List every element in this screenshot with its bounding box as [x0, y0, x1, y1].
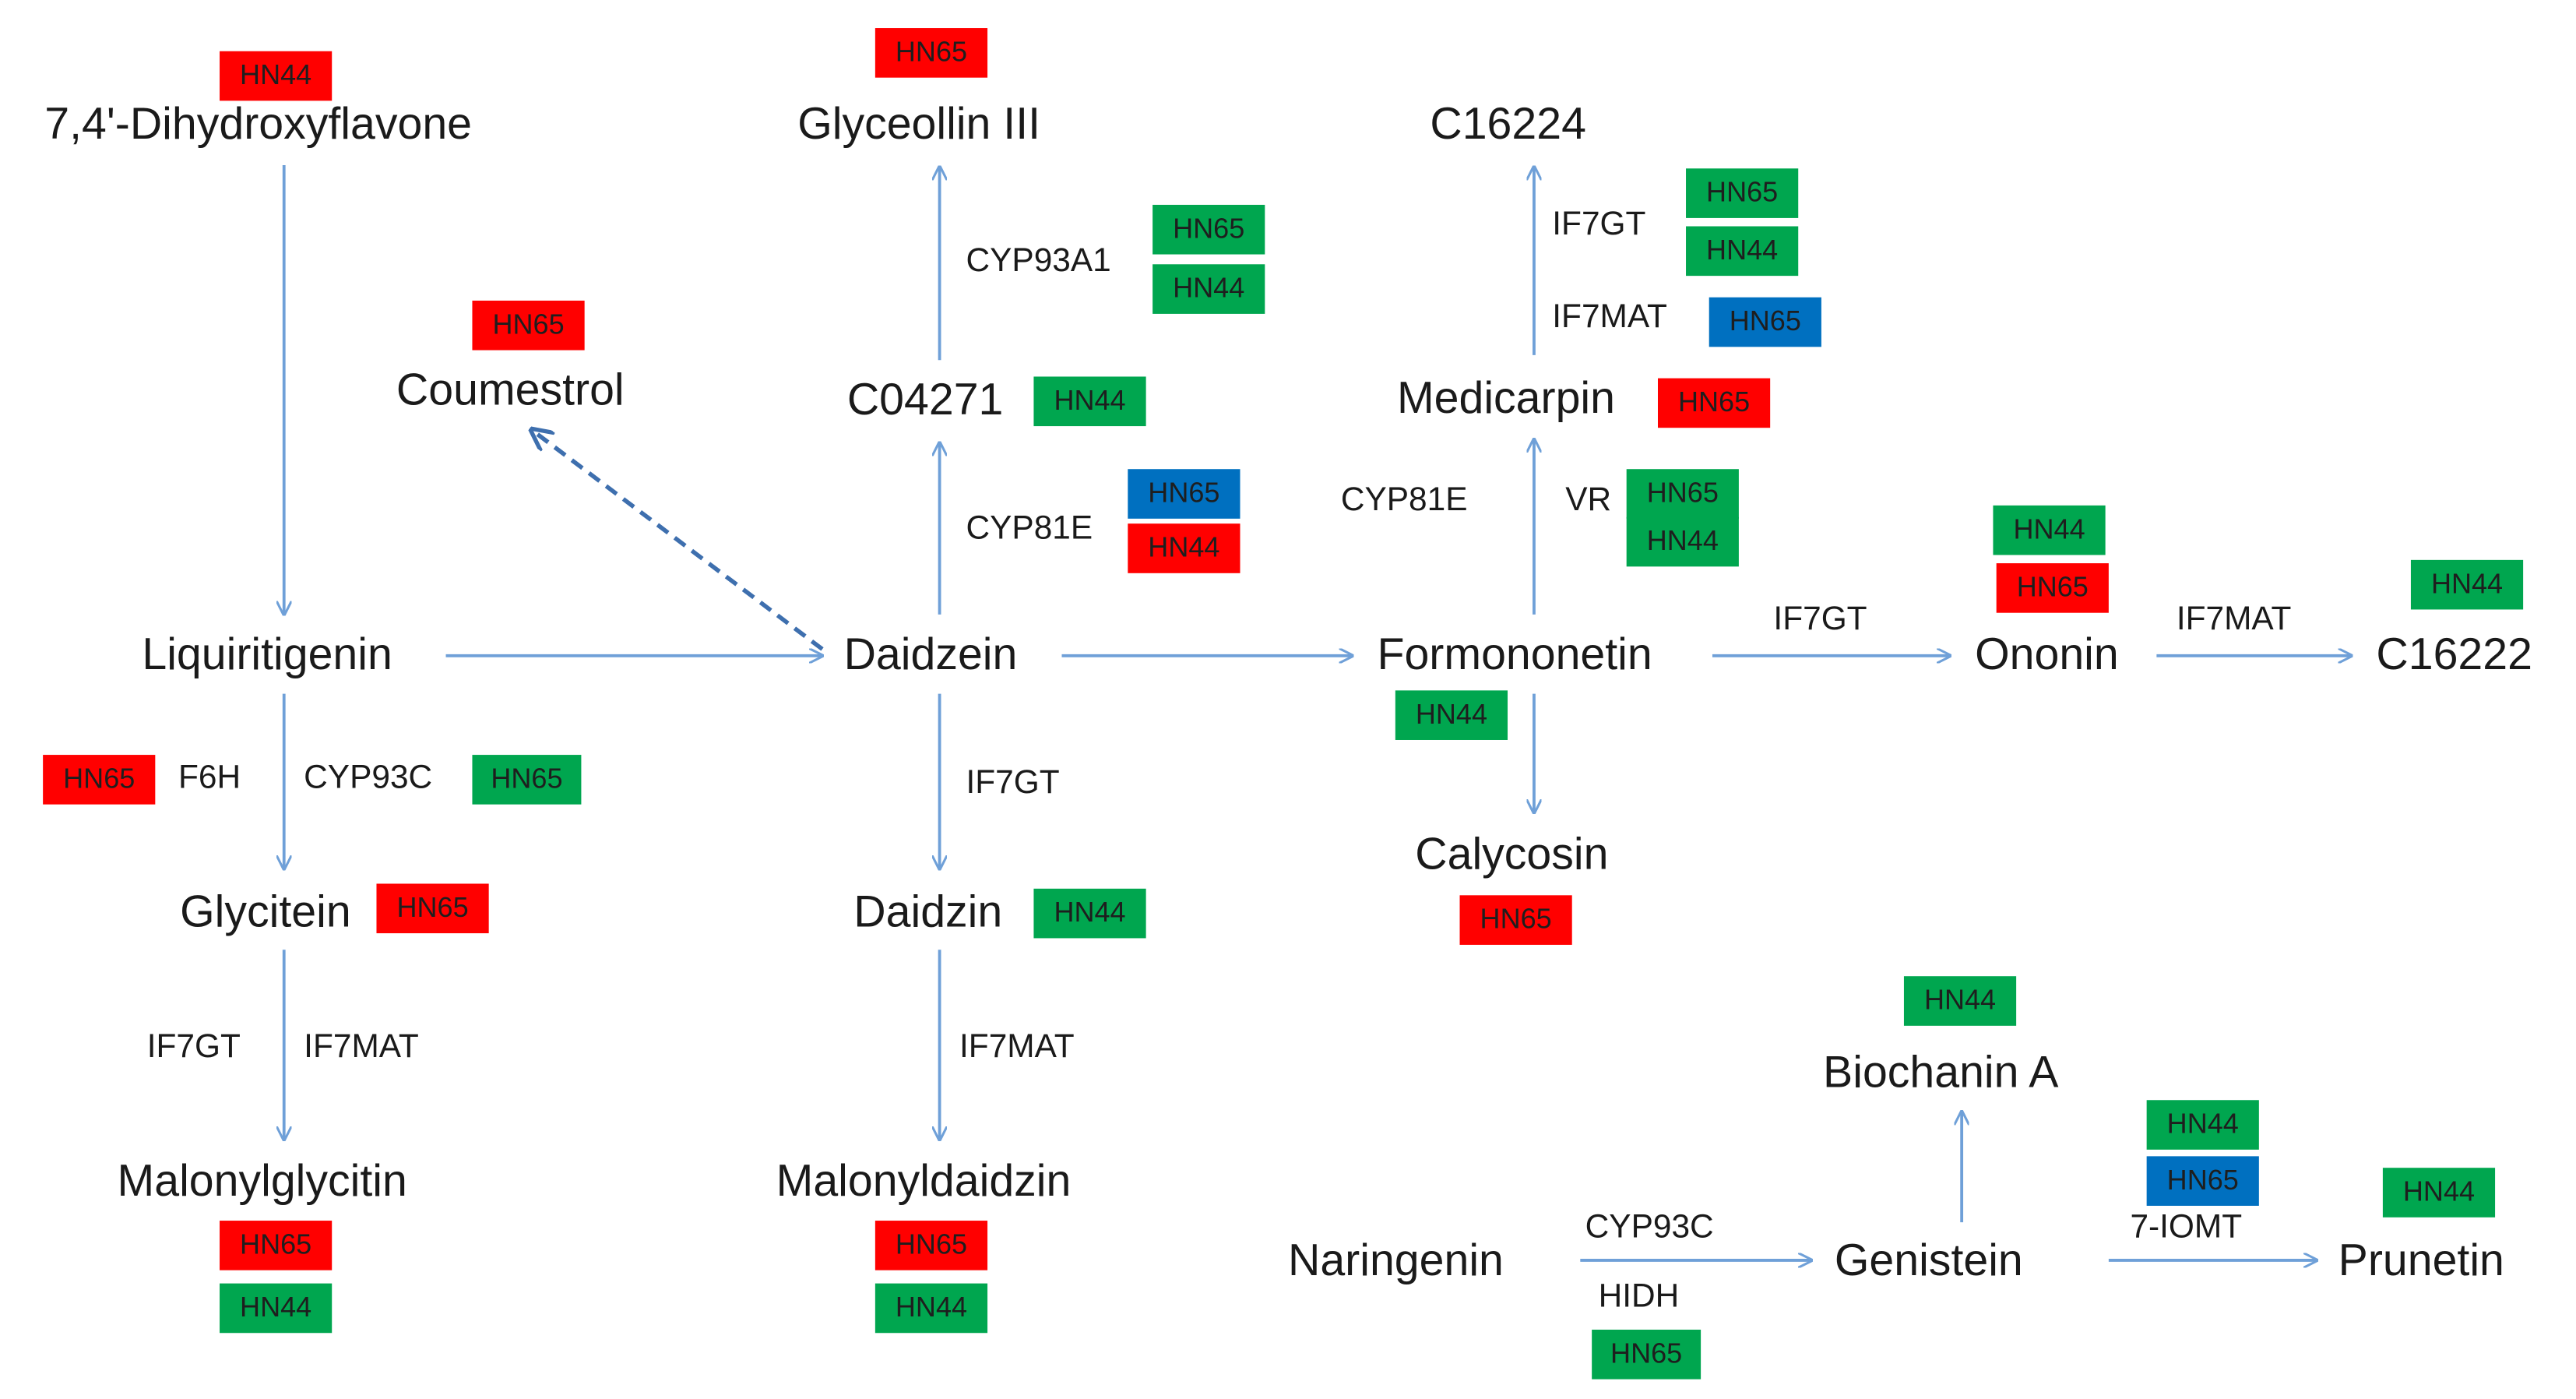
tag-glyceollin: HN65	[875, 28, 988, 78]
compound-c16224: C16224	[1430, 99, 1586, 149]
compound-dihydroxyflavone: 7,4'-Dihydroxyflavone	[44, 99, 472, 149]
enzyme-cyp81e-daidzein: CYP81E	[966, 510, 1093, 547]
enzyme-if7mat-c16224: IF7MAT	[1552, 298, 1667, 336]
enzyme-cyp81e-formononetin: CYP81E	[1340, 482, 1468, 519]
enzyme-if7gt-c16224: IF7GT	[1552, 206, 1646, 243]
compound-malonyldaidzin: Malonyldaidzin	[776, 1156, 1072, 1206]
compound-ononin: Ononin	[1975, 629, 2119, 679]
tag-cyp81e-hn44: HN44	[1128, 523, 1240, 573]
tag-cyp81e-hn65: HN65	[1128, 469, 1240, 519]
compound-formononetin: Formononetin	[1377, 629, 1652, 679]
tag-formononetin: HN44	[1395, 690, 1508, 740]
compound-c16222: C16222	[2376, 629, 2532, 679]
tag-glycitein: HN65	[376, 883, 489, 934]
compound-malonylglycitin: Malonylglycitin	[117, 1156, 407, 1206]
enzyme-7-iomt: 7-IOMT	[2130, 1209, 2243, 1246]
tag-biochanin: HN44	[1903, 976, 2017, 1026]
tag-if7gt-c16224-hn44: HN44	[1686, 226, 1799, 277]
dashed-arrow-daidzein-to-coumestrol	[533, 431, 824, 651]
enzyme-cyp93a1: CYP93A1	[966, 242, 1111, 280]
tag-7-iomt-hn44: HN44	[2146, 1100, 2259, 1150]
enzyme-if7gt-malonylglycitin: IF7GT	[146, 1029, 241, 1066]
tag-coumestrol: HN65	[472, 300, 585, 351]
enzyme-if7gt-daidzin: IF7GT	[966, 764, 1060, 802]
tag-ononin-hn44: HN44	[1993, 505, 2106, 555]
compound-glycitein: Glycitein	[180, 886, 351, 937]
compound-liquiritigenin: Liquiritigenin	[142, 629, 392, 679]
tag-hidh: HN65	[1592, 1330, 1701, 1380]
tag-vr-hn65: HN65	[1626, 469, 1739, 519]
compound-c04271: C04271	[846, 375, 1004, 425]
tag-prunetin: HN44	[2382, 1168, 2496, 1218]
tag-dihydroxyflavone: HN44	[220, 51, 333, 101]
compound-genistein: Genistein	[1834, 1235, 2023, 1285]
tag-cyp93a1-hn44: HN44	[1153, 264, 1265, 314]
tag-c16222: HN44	[2410, 559, 2524, 610]
tag-7-iomt-hn65: HN65	[2146, 1156, 2259, 1206]
tag-c04271: HN44	[1033, 376, 1146, 427]
enzyme-hidh: HIDH	[1598, 1278, 1680, 1315]
tag-if7gt-c16224-hn65: HN65	[1686, 168, 1799, 218]
tag-f6h: HN65	[43, 755, 156, 805]
tag-vr-hn44: HN44	[1626, 516, 1739, 567]
tag-calycosin: HN65	[1459, 895, 1572, 945]
enzyme-if7mat-c16222: IF7MAT	[2176, 601, 2292, 638]
enzyme-cyp93c-glycitein: CYP93C	[304, 759, 433, 797]
enzyme-vr: VR	[1565, 482, 1612, 519]
compound-calycosin: Calycosin	[1415, 829, 1609, 879]
compound-biochanin: Biochanin A	[1823, 1047, 2059, 1098]
tag-cyp93c-glycitein: HN65	[472, 755, 582, 805]
tag-daidzin: HN44	[1033, 888, 1146, 939]
compound-medicarpin: Medicarpin	[1396, 373, 1615, 423]
compound-daidzein: Daidzein	[843, 629, 1018, 679]
compound-coumestrol: Coumestrol	[396, 365, 625, 415]
compound-daidzin: Daidzin	[853, 886, 1003, 937]
tag-ononin-hn65: HN65	[1996, 563, 2109, 613]
tag-malonylglycitin-hn44: HN44	[220, 1283, 333, 1334]
tag-malonyldaidzin-hn44: HN44	[875, 1283, 988, 1334]
tag-malonylglycitin-hn65: HN65	[220, 1221, 333, 1270]
enzyme-if7mat-malonylglycitin: IF7MAT	[304, 1029, 419, 1066]
tag-cyp93a1-hn65: HN65	[1153, 204, 1265, 255]
tag-if7mat-c16224-hn65: HN65	[1709, 297, 1821, 347]
tag-malonyldaidzin-hn65: HN65	[875, 1221, 988, 1270]
compound-naringenin: Naringenin	[1287, 1235, 1504, 1285]
tag-medicarpin: HN65	[1657, 378, 1771, 428]
enzyme-f6h: F6H	[178, 759, 241, 797]
enzyme-if7gt-ononin: IF7GT	[1773, 601, 1867, 638]
enzyme-if7mat-malonyldaidzin: IF7MAT	[959, 1029, 1075, 1066]
enzyme-cyp93c-genistein: CYP93C	[1585, 1209, 1714, 1246]
compound-prunetin: Prunetin	[2338, 1235, 2504, 1285]
compound-glyceollin: Glyceollin III	[797, 99, 1041, 149]
